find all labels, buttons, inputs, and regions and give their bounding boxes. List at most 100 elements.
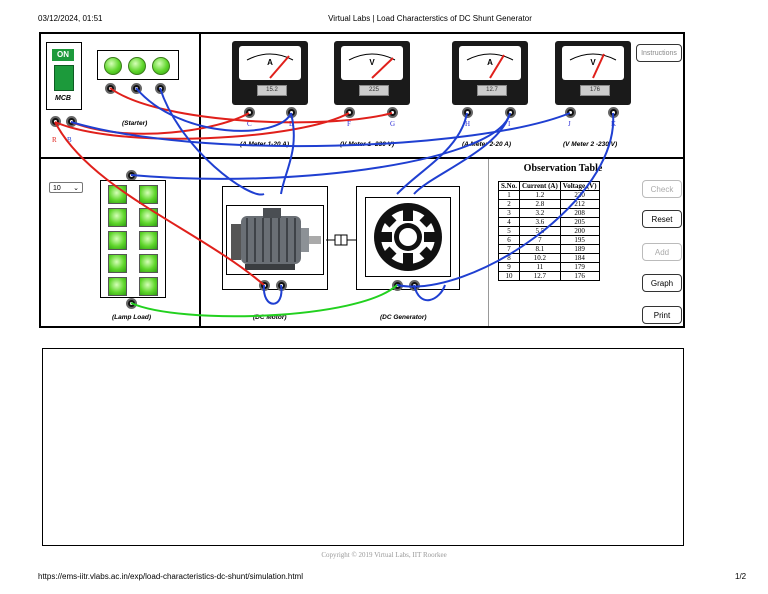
cell-current: 10.2 <box>518 253 561 263</box>
voltmeter-1-dial: V <box>341 46 403 80</box>
cell-current: 8.1 <box>518 244 561 254</box>
lamp-8 <box>139 254 158 273</box>
cell-sno: 2 <box>498 199 520 209</box>
mcb-switch[interactable]: ON MCB <box>46 42 82 110</box>
dc-generator-terminal-4[interactable] <box>409 280 420 291</box>
table-divider <box>488 159 489 326</box>
cell-sno: 3 <box>498 208 520 218</box>
cell-voltage: 176 <box>559 271 600 281</box>
voltmeter-2-unit: V <box>590 58 596 67</box>
lamp-9 <box>108 277 127 296</box>
dc-generator-frame <box>356 186 460 290</box>
output-area <box>42 348 684 546</box>
cell-sno: 6 <box>498 235 520 245</box>
cell-current: 2.8 <box>518 199 561 209</box>
terminal-j-label: J <box>568 120 571 128</box>
ammeter-1-unit: A <box>267 58 273 67</box>
cell-voltage: 179 <box>559 262 600 272</box>
voltmeter-1-reading: 225 <box>359 85 389 96</box>
ammeter-1-dial: A <box>239 46 301 80</box>
ammeter-1-terminal-d[interactable] <box>286 107 297 118</box>
lamp-count-select[interactable]: 10 ⌄ <box>49 182 83 193</box>
starter-lamp-2 <box>128 57 146 75</box>
observation-table-title: Observation Table <box>523 163 603 174</box>
graph-button[interactable]: Graph <box>642 274 682 292</box>
ammeter-1-needle <box>246 53 294 79</box>
dc-motor-image-border <box>226 205 324 275</box>
mcb-terminal-r[interactable] <box>50 116 61 127</box>
reset-button[interactable]: Reset <box>642 210 682 228</box>
chevron-down-icon: ⌄ <box>73 185 79 192</box>
voltmeter-2-needle <box>569 53 617 79</box>
cell-current: 11 <box>518 262 561 272</box>
cell-current: 3.6 <box>518 217 561 227</box>
dc-generator-icon <box>374 203 442 271</box>
cell-current: 5.5 <box>518 226 561 236</box>
terminal-d-label: D <box>289 120 295 128</box>
voltmeter-1-unit: V <box>369 58 375 67</box>
starter-box <box>97 50 179 80</box>
lamp-10 <box>139 277 158 296</box>
voltmeter-2-caption: (V Meter 2 -230 V) <box>563 141 618 148</box>
cell-voltage: 195 <box>559 235 600 245</box>
ammeter-2: A 12.7 <box>452 41 528 105</box>
cell-voltage: 212 <box>559 199 600 209</box>
terminal-i-label: I <box>508 120 511 128</box>
mcb-lever[interactable] <box>54 65 74 91</box>
add-button[interactable]: Add <box>642 243 682 261</box>
voltmeter-2-terminal-k[interactable] <box>608 107 619 118</box>
cell-sno: 7 <box>498 244 520 254</box>
dc-generator-terminal-3[interactable] <box>392 280 403 291</box>
cell-sno: 1 <box>498 190 520 200</box>
starter-terminal-2[interactable] <box>131 83 142 94</box>
mcb-terminal-r-label: R <box>52 136 57 144</box>
voltmeter-2-dial: V <box>562 46 624 80</box>
voltmeter-1-terminal-f[interactable] <box>344 107 355 118</box>
cell-voltage: 220 <box>559 190 600 200</box>
cell-current: 3.2 <box>518 208 561 218</box>
starter-lamp-3 <box>152 57 170 75</box>
ammeter-2-terminal-h[interactable] <box>462 107 473 118</box>
starter-terminal-3[interactable] <box>155 83 166 94</box>
voltmeter-1-caption: (V Meter 1 -230 V) <box>340 141 395 148</box>
column-header-sno: S.No. <box>498 181 520 191</box>
panel-divider-horizontal <box>39 157 685 159</box>
column-header-current: Current (A) <box>518 181 561 191</box>
cell-sno: 5 <box>498 226 520 236</box>
print-button[interactable]: Print <box>642 306 682 324</box>
starter-label: (Starter) <box>122 120 148 127</box>
lamp-load-terminal-bottom[interactable] <box>126 298 137 309</box>
voltmeter-1-terminal-g[interactable] <box>387 107 398 118</box>
terminal-g-label: G <box>390 120 396 128</box>
voltmeter-1-needle <box>348 53 396 79</box>
lamp-5 <box>108 231 127 250</box>
ammeter-1-terminal-c[interactable] <box>244 107 255 118</box>
voltmeter-1: V 225 <box>334 41 410 105</box>
cell-sno: 9 <box>498 262 520 272</box>
ammeter-2-terminal-i[interactable] <box>505 107 516 118</box>
print-page-number: 1/2 <box>735 572 747 581</box>
cell-sno: 8 <box>498 253 520 263</box>
dc-motor-terminal-3[interactable] <box>259 280 270 291</box>
lamp-2 <box>139 185 158 204</box>
shaft-coupling-icon <box>326 234 356 246</box>
instructions-button[interactable]: Instructions <box>636 44 682 62</box>
dc-motor-terminal-4[interactable] <box>276 280 287 291</box>
mcb-terminal-b[interactable] <box>66 116 77 127</box>
starter-terminal-1[interactable] <box>105 83 116 94</box>
ammeter-2-caption: (A Meter 2-20 A) <box>462 141 512 148</box>
dc-generator-image-border <box>365 197 451 277</box>
check-button[interactable]: Check <box>642 180 682 198</box>
cell-voltage: 200 <box>559 226 600 236</box>
cell-current: 7 <box>518 235 561 245</box>
mcb-on-indicator: ON <box>52 49 74 61</box>
ammeter-2-reading: 12.7 <box>477 85 507 96</box>
print-url: https://ems-iitr.vlabs.ac.in/exp/load-ch… <box>38 572 303 581</box>
voltmeter-2-terminal-j[interactable] <box>565 107 576 118</box>
